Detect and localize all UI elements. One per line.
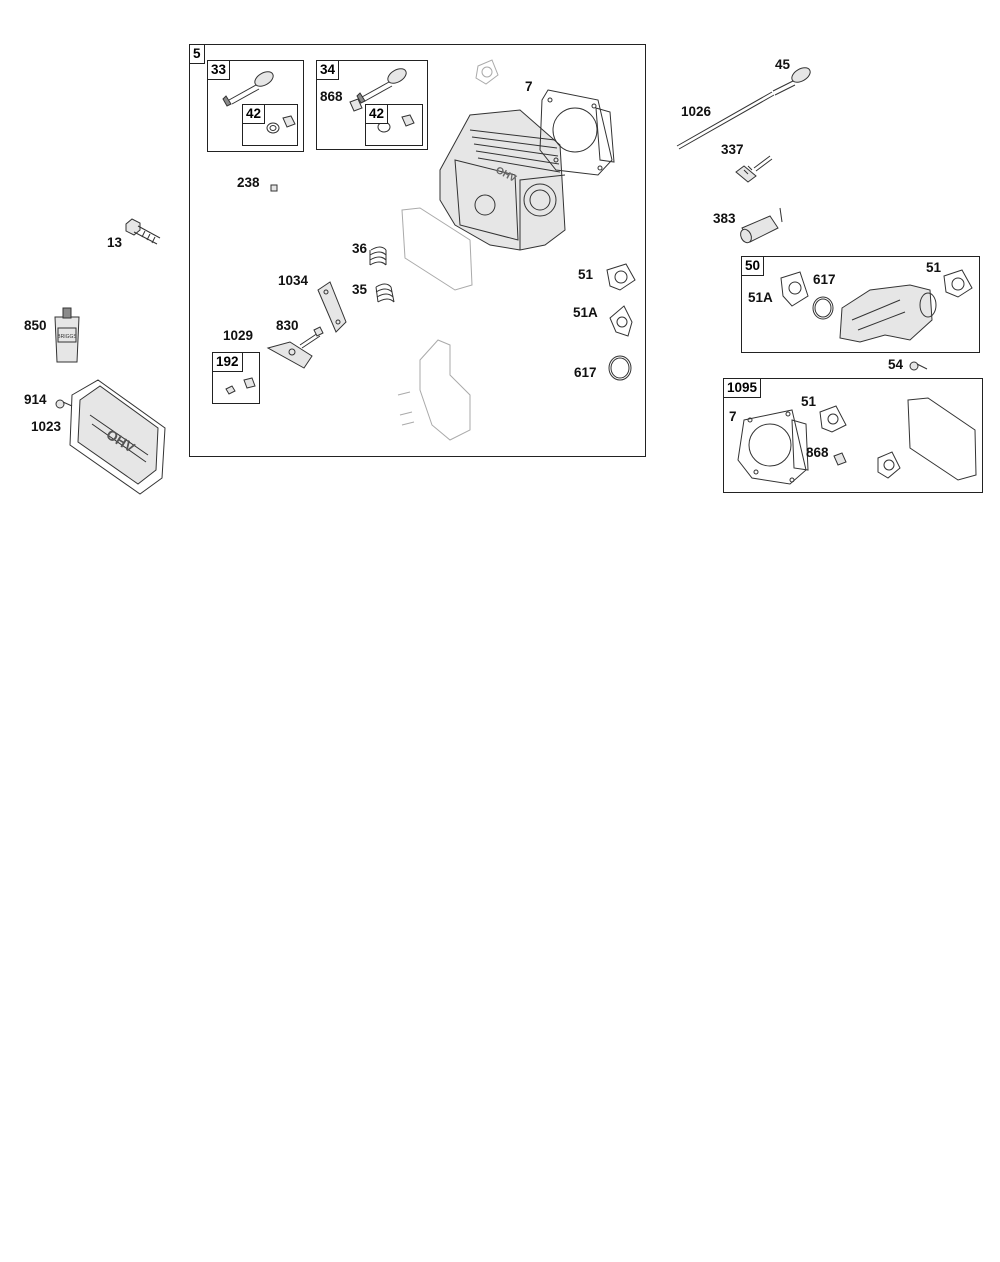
callout-914[interactable]: 914	[24, 392, 47, 407]
callout-51-manifold[interactable]: 51	[926, 260, 942, 275]
callout-7-head-gasket[interactable]: 7	[525, 79, 533, 94]
callout-1023[interactable]: 1023	[31, 419, 62, 434]
callout-51-gasket-set[interactable]: 51	[801, 394, 817, 409]
rocker-cover-part: OHV	[69, 379, 166, 495]
kit-box-34: 34	[316, 60, 428, 150]
plug-238-part	[270, 184, 278, 192]
guide-plate-part	[317, 281, 347, 333]
stud-830-part	[299, 326, 324, 349]
spacer-51A-part	[609, 305, 633, 337]
callout-238[interactable]: 238	[237, 175, 260, 190]
cylinder-head-part: OHV	[439, 109, 566, 251]
callout-868-valve[interactable]: 868	[320, 89, 343, 104]
callout-51-main[interactable]: 51	[578, 267, 594, 282]
valve-guide-part	[349, 98, 363, 112]
kit-box-42-a: 42	[242, 104, 298, 146]
kit-box-33: 33	[207, 60, 304, 152]
callout-337[interactable]: 337	[721, 142, 744, 157]
kit-box-42-b: 42	[365, 104, 423, 146]
kit-label-50[interactable]: 50	[741, 256, 765, 276]
small-gasket-part	[475, 59, 499, 85]
kit-box-1095: 1095	[723, 378, 983, 493]
callout-54[interactable]: 54	[888, 357, 904, 372]
callout-45[interactable]: 45	[775, 57, 791, 72]
bracket-ghost	[397, 339, 471, 441]
valve-spring-35-part	[375, 283, 395, 303]
callout-35[interactable]: 35	[352, 282, 368, 297]
flange-bolt-part	[125, 218, 161, 245]
gasket-set-intake-gasket	[819, 405, 847, 433]
manifold-o-ring-617-part	[812, 296, 834, 320]
gasket-set-cover-gasket	[907, 397, 977, 481]
callout-36[interactable]: 36	[352, 241, 368, 256]
kit-box-192: 192	[212, 352, 260, 404]
o-ring-617-part	[608, 355, 632, 381]
callout-1034[interactable]: 1034	[278, 273, 309, 288]
rocker-arm-part	[266, 341, 313, 369]
tube-brand-text: BRIGGS	[57, 334, 77, 340]
callout-383[interactable]: 383	[713, 211, 736, 226]
valve-seal-b-part	[377, 114, 415, 133]
kit-label-42-a[interactable]: 42	[242, 104, 266, 124]
screw-914-part	[55, 399, 73, 409]
valve-spring-36-part	[369, 246, 387, 266]
gasket-set-guide	[833, 452, 847, 466]
callout-7-gasket-set[interactable]: 7	[729, 409, 737, 424]
callout-617-main[interactable]: 617	[574, 365, 597, 380]
callout-13[interactable]: 13	[107, 235, 123, 250]
breather-part	[740, 207, 783, 244]
rocker-cover-gasket-ghost	[401, 207, 473, 291]
manifold-gasket-51A-part	[780, 271, 809, 307]
kit-label-33[interactable]: 33	[207, 60, 231, 80]
kit-label-192[interactable]: 192	[212, 352, 243, 372]
exhaust-valve-part	[222, 71, 274, 107]
push-rod-part	[676, 91, 775, 150]
head-gasket-part	[539, 89, 615, 176]
valve-45-part	[772, 67, 811, 96]
callout-51A-main[interactable]: 51A	[573, 305, 598, 320]
valve-seal-part	[266, 115, 296, 134]
intake-gasket-51-part	[606, 263, 636, 291]
callout-850[interactable]: 850	[24, 318, 47, 333]
kit-box-5: 5	[189, 44, 646, 457]
callout-1029[interactable]: 1029	[223, 328, 254, 343]
screw-54-part	[909, 361, 928, 371]
gasket-set-head-gasket	[737, 409, 809, 485]
intake-valve-part	[356, 68, 407, 104]
callout-51A-manifold[interactable]: 51A	[748, 290, 773, 305]
callout-830[interactable]: 830	[276, 318, 299, 333]
callout-1026[interactable]: 1026	[681, 104, 712, 119]
gasket-set-small-gasket	[877, 451, 901, 479]
kit-label-1095[interactable]: 1095	[723, 378, 762, 398]
spark-plug-part	[735, 155, 773, 183]
intake-manifold-part	[839, 284, 937, 343]
callout-868-gasket-set[interactable]: 868	[806, 445, 829, 460]
callout-617-manifold[interactable]: 617	[813, 272, 836, 287]
kit-box-50: 50	[741, 256, 980, 353]
kit-label-34[interactable]: 34	[316, 60, 340, 80]
kit-label-5[interactable]: 5	[189, 44, 205, 64]
manifold-gasket-51-part	[943, 269, 973, 298]
sealant-tube-part: BRIGGS	[54, 307, 80, 363]
adjusting-nut-part	[225, 377, 256, 395]
kit-label-42-b[interactable]: 42	[365, 104, 389, 124]
